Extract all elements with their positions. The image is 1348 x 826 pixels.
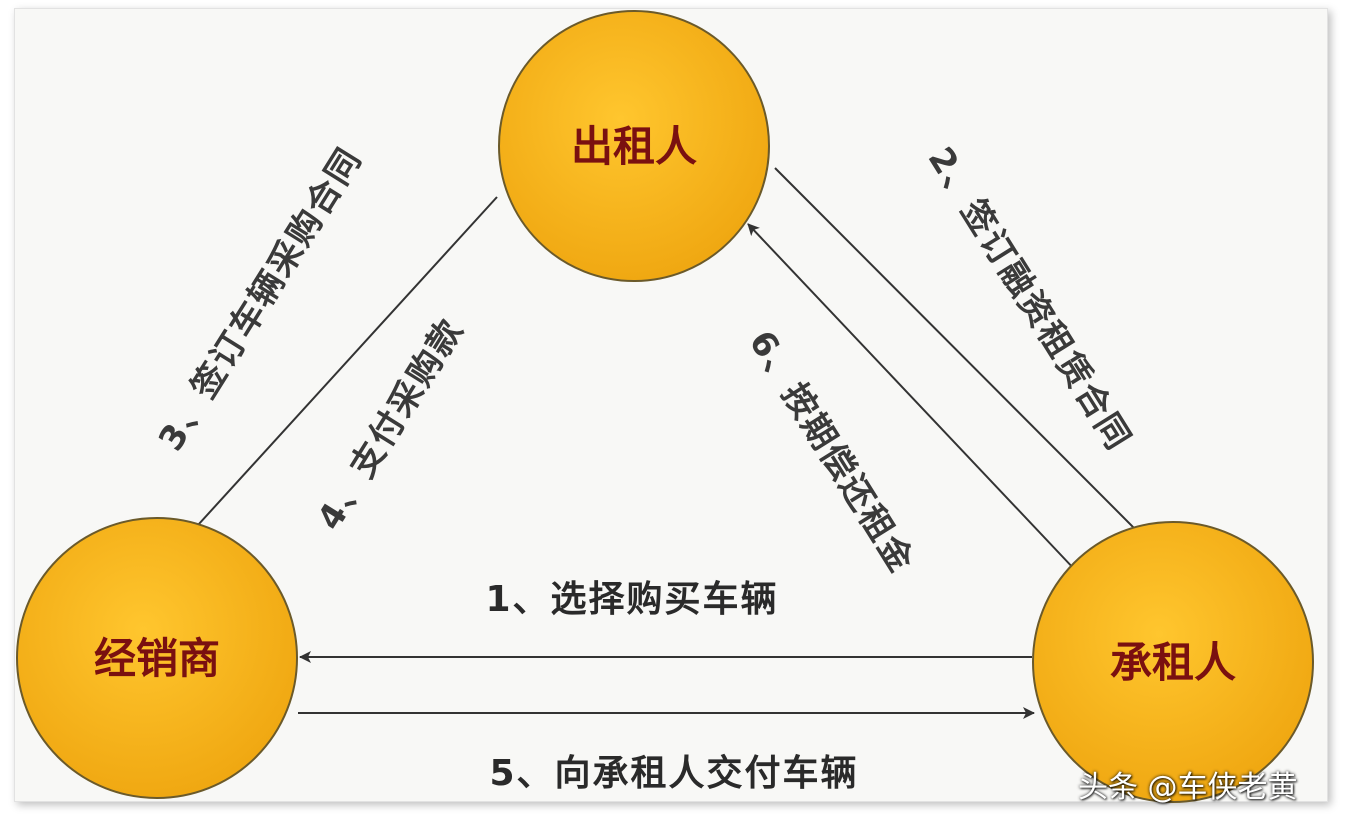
arrow-e3-lessor-to-dealer [187,196,498,537]
node-dealer-label: 经销商 [94,634,220,683]
node-lessor: 出租人 [498,10,770,282]
arrow-e2-lessor-to-lessee [774,167,1145,539]
arrow-e6-lessee-to-lessor [747,223,1078,573]
edge-label-e1: 1、选择购买车辆 [485,579,778,620]
node-lessor-label: 出租人 [571,122,697,171]
edge-label-e3: 3、签订车辆采购合同 [151,140,370,458]
node-lessee-label: 承租人 [1110,638,1236,687]
node-lessee: 承租人 [1032,521,1314,803]
node-dealer: 经销商 [16,517,298,799]
watermark-text: 头条 @车侠老黄 [1078,770,1298,805]
edge-label-e2: 2、签订融资租赁合同 [920,140,1139,458]
edge-label-e5: 5、向承租人交付车辆 [489,752,858,794]
edge-label-e6: 6、按期偿还租金 [741,324,922,581]
edge-label-e4: 4、支付采购款 [310,311,472,537]
